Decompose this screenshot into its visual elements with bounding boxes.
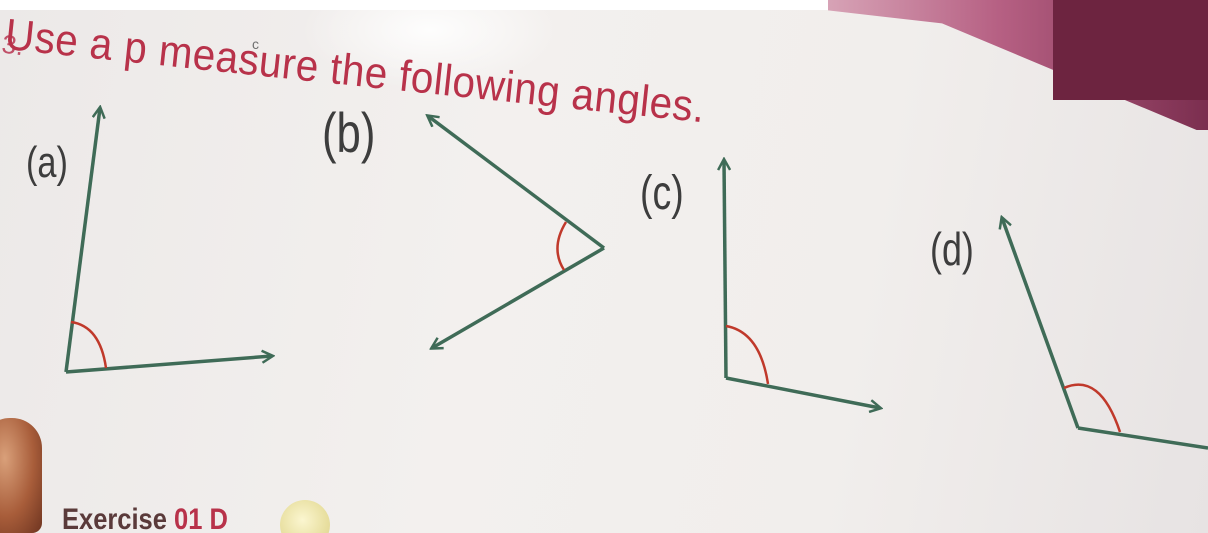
yellow-bubble-decoration (280, 500, 330, 533)
exercise-word: Exercise (62, 503, 167, 533)
label-c: (c) (640, 167, 684, 220)
angle-c-arc (725, 324, 770, 385)
light-glare (300, 0, 560, 90)
angle-a-ray-up (64, 108, 100, 373)
exercise-heading: Exercise 01 D (62, 503, 228, 533)
stray-mark: c (252, 36, 259, 52)
label-a: (a) (26, 138, 68, 187)
cartoon-character-illustration (0, 418, 42, 533)
angle-b (428, 116, 606, 348)
angle-b-ray-lower (432, 246, 605, 348)
angle-d (1002, 218, 1208, 450)
angle-a-arc (70, 320, 108, 369)
angle-d-arc (1063, 383, 1122, 433)
angle-b-ray-upper (428, 116, 606, 250)
angle-c-ray-right (725, 376, 880, 408)
angle-d-ray-up (1002, 218, 1080, 429)
angle-b-arc (556, 221, 568, 271)
angle-a-ray-right (65, 356, 272, 374)
label-b: (b) (322, 101, 376, 164)
angle-a (64, 108, 272, 374)
angle-c-ray-up (724, 160, 726, 379)
angle-c (724, 160, 880, 408)
exercise-number: 01 D (174, 503, 228, 533)
label-d: (d) (930, 223, 974, 275)
angle-d-ray-right (1077, 426, 1208, 450)
page-top-edge (0, 0, 1208, 10)
dark-pink-block (1053, 0, 1208, 100)
